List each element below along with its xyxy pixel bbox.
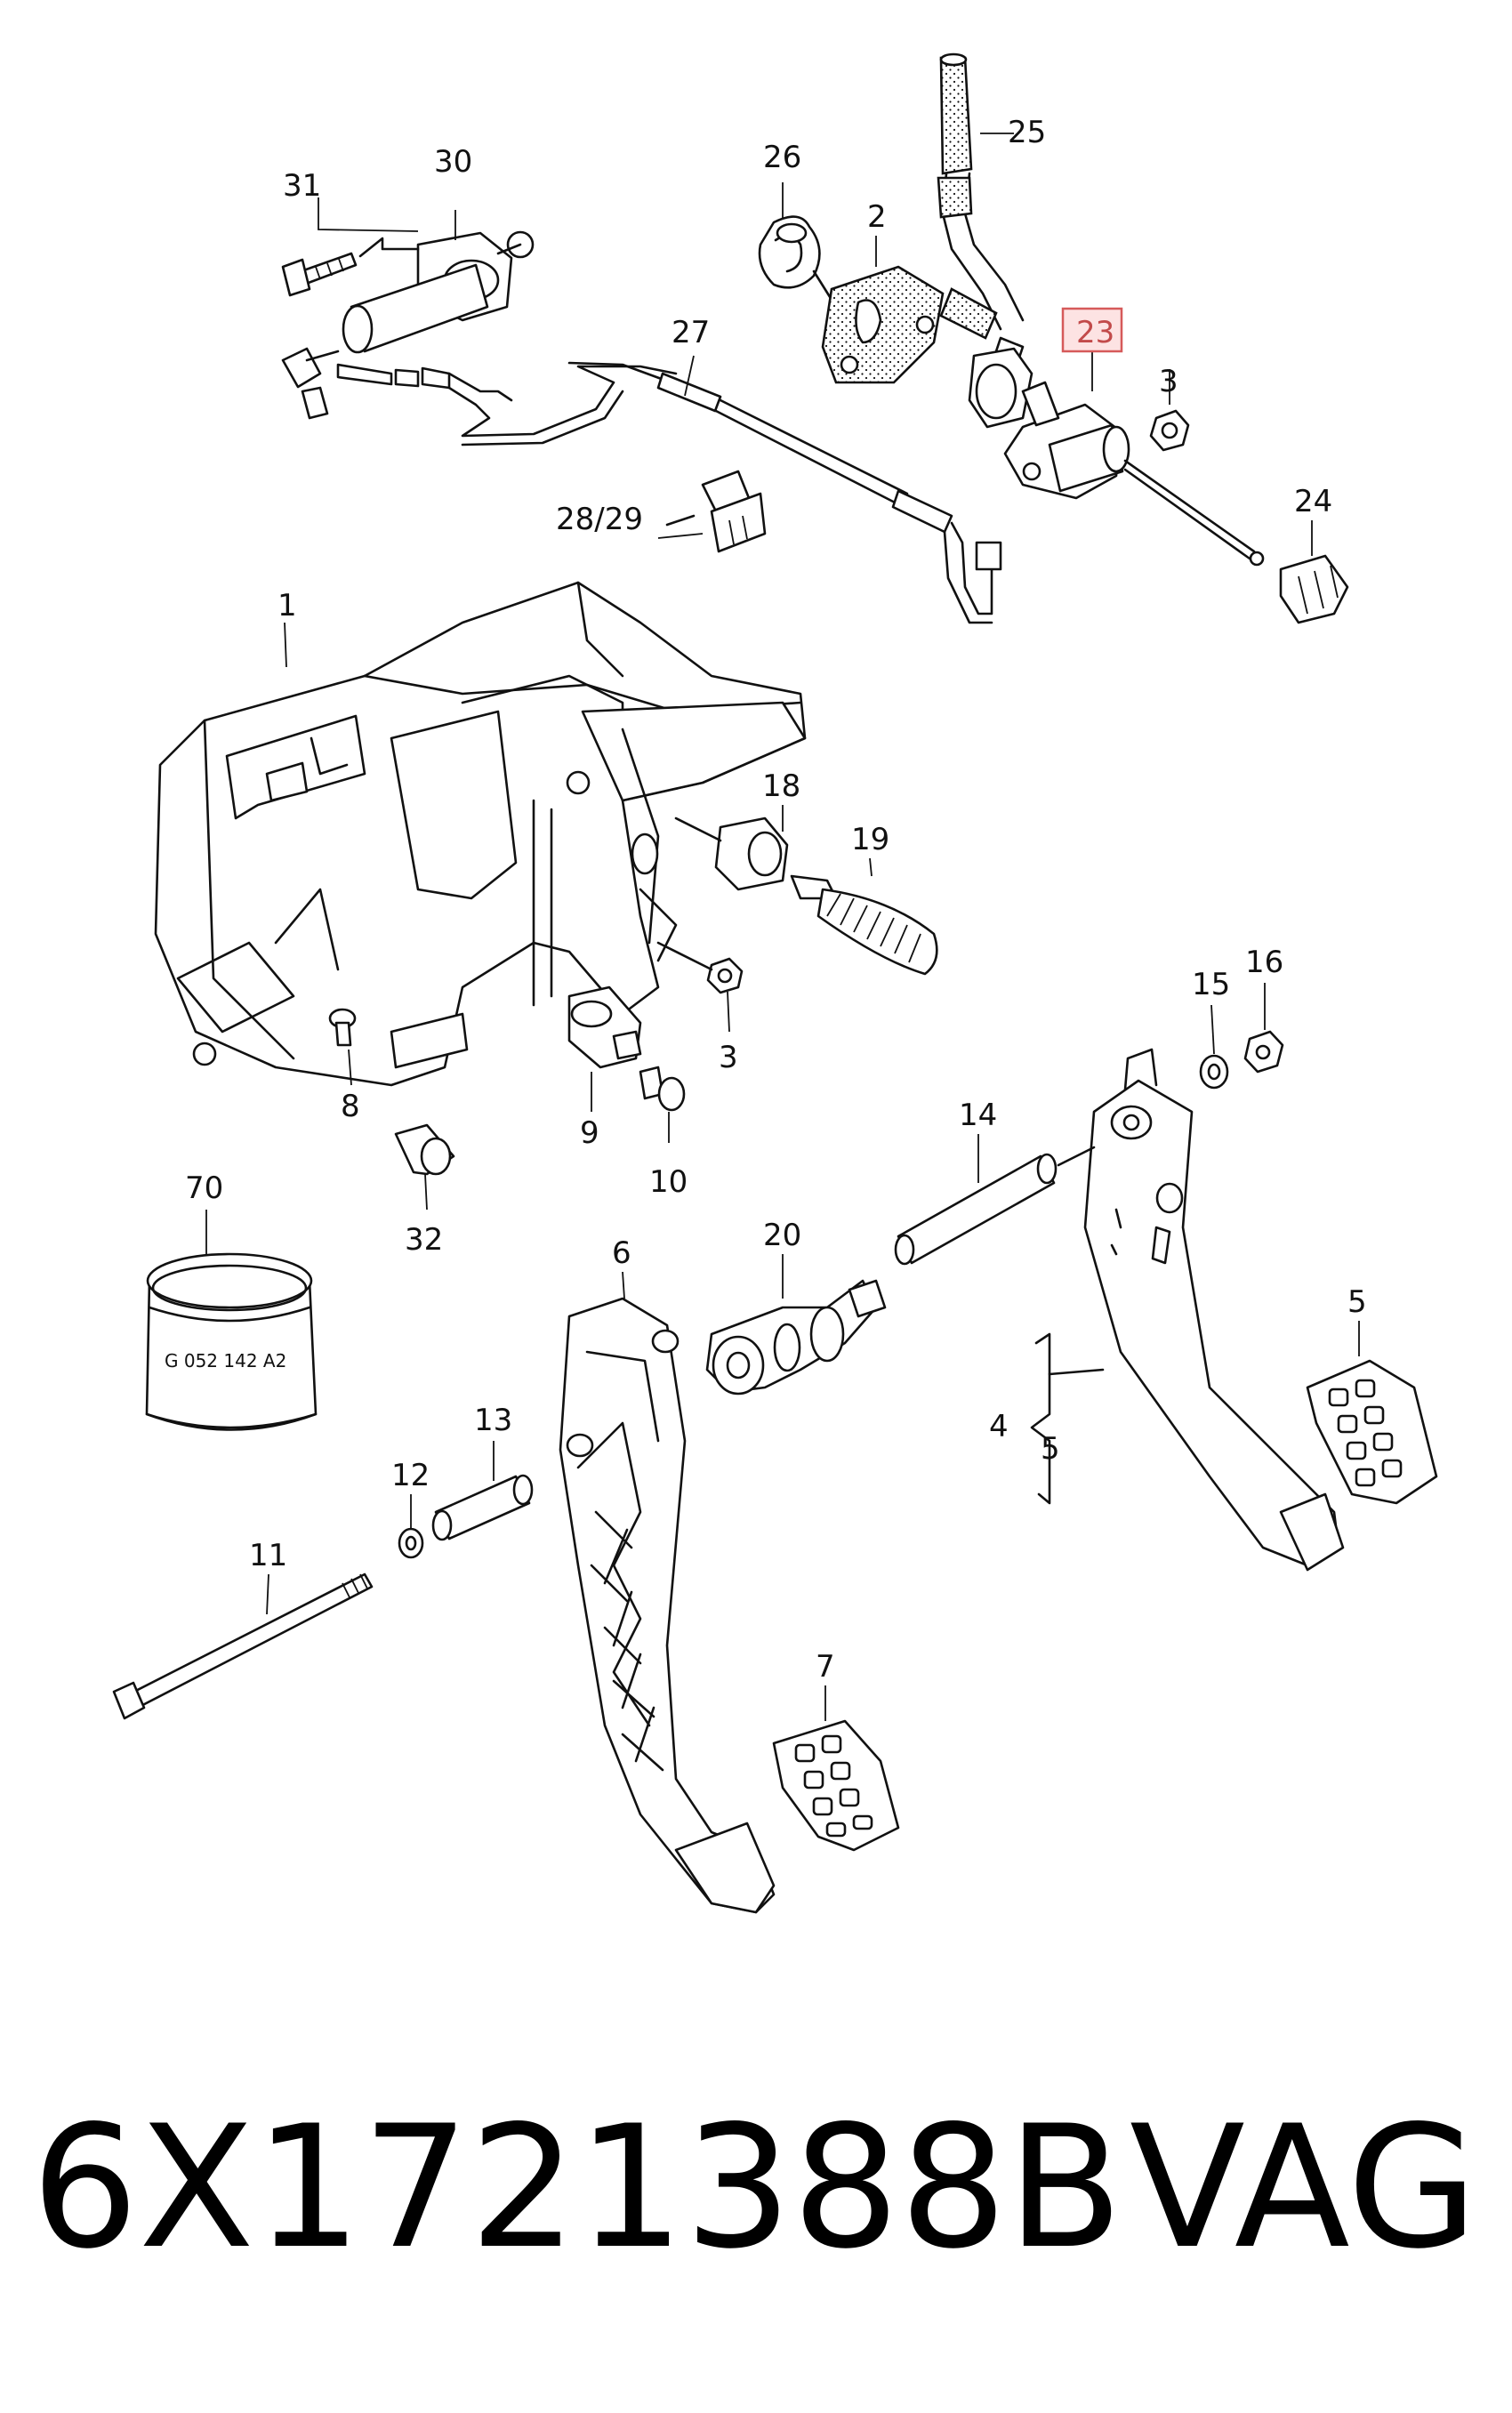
callout-3-mid: 3 bbox=[719, 1040, 738, 1075]
callout-14: 14 bbox=[959, 1098, 997, 1133]
callout-4: 4 bbox=[989, 1409, 1009, 1444]
callout-32: 32 bbox=[405, 1222, 443, 1258]
pin-8 bbox=[328, 1008, 357, 1047]
callout-30: 30 bbox=[434, 144, 472, 180]
grease-can-label: G 052 142 A2 bbox=[165, 1350, 286, 1371]
callout-2: 2 bbox=[867, 199, 887, 235]
seal-26 bbox=[758, 215, 838, 309]
switch-9 bbox=[567, 985, 642, 1069]
callout-9: 9 bbox=[580, 1115, 599, 1151]
callout-23: 23 bbox=[1076, 315, 1114, 350]
callout-31: 31 bbox=[283, 168, 321, 204]
nut-16 bbox=[1243, 1030, 1284, 1074]
callout-5-bracket: 5 bbox=[1041, 1431, 1060, 1467]
callout-15: 15 bbox=[1192, 967, 1230, 1002]
slave-cylinder-30 bbox=[281, 230, 535, 420]
callout-19: 19 bbox=[851, 822, 889, 857]
bolt-11 bbox=[112, 1572, 374, 1720]
callout-24: 24 bbox=[1294, 484, 1332, 519]
callout-27: 27 bbox=[672, 315, 710, 350]
bearing-20 bbox=[705, 1279, 887, 1396]
callout-5-pad: 5 bbox=[1347, 1284, 1367, 1320]
callout-labels: 31 30 26 2 25 27 28/29 23 3 24 1 18 19 3… bbox=[185, 115, 1367, 1685]
callout-1: 1 bbox=[277, 588, 297, 623]
bolt-31 bbox=[281, 237, 420, 297]
washer-12 bbox=[398, 1527, 424, 1559]
sleeve-14 bbox=[894, 1146, 1096, 1266]
sleeve-13 bbox=[431, 1474, 534, 1541]
callout-10: 10 bbox=[649, 1164, 688, 1200]
callout-3-top: 3 bbox=[1159, 364, 1178, 399]
clutch-hose-27 bbox=[447, 361, 1002, 624]
washer-15 bbox=[1199, 1054, 1229, 1090]
callout-70: 70 bbox=[185, 1170, 223, 1206]
reservoir-hose-25 bbox=[937, 52, 1025, 375]
callout-8: 8 bbox=[341, 1089, 360, 1124]
retaining-clip-24 bbox=[1279, 554, 1349, 624]
master-cylinder-23 bbox=[968, 347, 1265, 567]
part-number: 6X1721388B bbox=[31, 2089, 1123, 2286]
brand-name: VAG bbox=[1130, 2089, 1478, 2286]
callout-18: 18 bbox=[762, 768, 800, 804]
callout-28-29: 28/29 bbox=[556, 502, 643, 537]
leader-lines bbox=[205, 133, 1360, 1721]
callout-26: 26 bbox=[763, 140, 801, 175]
pedal-pad-7 bbox=[772, 1719, 900, 1852]
callout-13: 13 bbox=[474, 1403, 512, 1438]
spring-19 bbox=[790, 874, 938, 976]
callout-12: 12 bbox=[391, 1458, 430, 1493]
bracket-marker-4-5 bbox=[1030, 1332, 1051, 1505]
pedal-6 bbox=[559, 1297, 776, 1914]
callout-16: 16 bbox=[1245, 945, 1283, 980]
bushing-32 bbox=[394, 1123, 455, 1176]
pedal-4 bbox=[1048, 1048, 1345, 1572]
callout-23-highlight bbox=[1061, 307, 1123, 353]
callout-11: 11 bbox=[249, 1538, 287, 1573]
callout-20: 20 bbox=[763, 1218, 801, 1253]
pedal-bracket-1 bbox=[154, 581, 807, 1087]
callout-6: 6 bbox=[612, 1235, 631, 1271]
nut-3-top bbox=[1149, 409, 1190, 452]
buffer-10 bbox=[639, 1066, 686, 1112]
nut-3-mid bbox=[656, 941, 744, 994]
pedal-pad-5 bbox=[1306, 1359, 1438, 1505]
gasket-2 bbox=[821, 265, 945, 384]
clip-28-29 bbox=[665, 470, 767, 553]
callout-7: 7 bbox=[816, 1649, 835, 1685]
switch-18 bbox=[674, 816, 789, 891]
callout-25: 25 bbox=[1008, 115, 1046, 150]
grease-can-70: G 052 142 A2 bbox=[145, 1252, 318, 1431]
